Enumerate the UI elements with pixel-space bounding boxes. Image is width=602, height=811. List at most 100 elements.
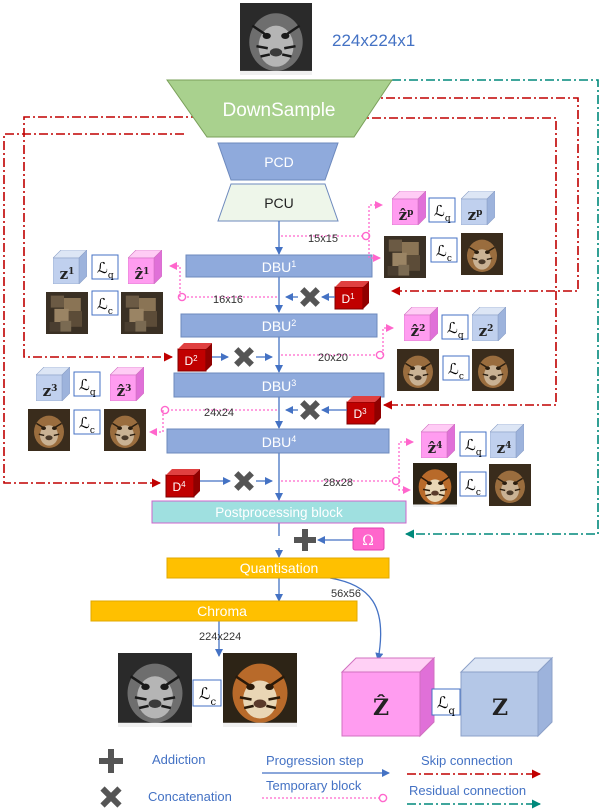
skip-connection-d4 [3,133,184,488]
skip-connection-d2 [23,116,200,362]
main-flow [215,221,384,661]
lq-final-label: ℒq [437,693,456,717]
legend-progression: Progression step [266,753,364,768]
svg-text:ℒc: ℒc [79,414,95,436]
concatenation-icon [234,471,254,491]
dbu2-label: DBU2 [262,318,297,334]
concatenation-legend-icon [100,786,122,808]
svg-text:ℒc: ℒc [436,242,452,264]
svg-text:z1: z1 [60,265,75,283]
chroma-label: Chroma [197,603,247,619]
d3-label: D3 [353,407,367,422]
legend-residual: Residual connection [409,783,526,798]
quantisation-block [166,557,390,579]
input-grayscale-image [240,2,312,76]
svg-text:ℒq: ℒq [447,319,464,341]
svg-text:z4: z4 [497,439,512,457]
skip-connection-d3 [338,117,557,410]
omega-block [352,527,385,551]
tiger-image [28,408,70,452]
svg-text:ẑ2: ẑ2 [411,322,426,340]
size-label-20x20: 20x20 [318,352,348,364]
pcd-label: PCD [264,154,294,170]
tiger-image [489,463,531,507]
input-size-label: 224x224x1 [332,31,415,50]
d4-block: D4 [165,469,200,498]
d1-label: D1 [341,292,355,307]
tiger-blur-image [46,292,88,334]
size-label-28x28: 28x28 [323,477,353,489]
d2-label: D2 [184,354,198,369]
skip-connections [3,97,579,488]
legend-concatenation: Concatenation [148,789,232,804]
group-2: ẑ2 ℒq z2 ℒc [397,307,514,392]
size-label-24x24: 24x24 [204,407,234,419]
svg-text:z3: z3 [43,382,58,400]
dbu3-block [173,372,385,398]
dbu1-label: DBU1 [262,259,297,275]
skip-connection-d1 [335,97,579,296]
dbu4-label: DBU4 [262,434,297,450]
d4-label: D4 [172,480,186,495]
group-pc: ẑp ℒq zp ℒc [384,191,503,278]
size-label-56x56: 56x56 [331,588,361,600]
svg-text:zp: zp [468,206,483,224]
lc-final-label: ℒc [199,684,217,708]
svg-text:ℒq: ℒq [434,202,451,224]
svg-text:ℒc: ℒc [97,295,113,317]
legend-temporary: Temporary block [266,778,362,793]
chroma-block [90,600,358,622]
tiger-image [413,463,457,507]
legend-skip: Skip connection [421,753,513,768]
big-z-cube: Z [459,656,554,738]
group-4: ẑ4 ℒq z4 ℒc [413,424,531,507]
big-zhat-cube: Ẑ [340,656,436,738]
svg-text:z2: z2 [479,322,494,340]
concatenation-icon [234,347,254,367]
tiger-image [397,348,439,392]
pcd-block [217,142,339,181]
group-3: z3 ℒq ẑ3 ℒc [28,367,146,452]
tiger-blur-image [384,236,426,278]
addition-legend-icon [99,749,123,773]
svg-text:Z: Z [492,695,508,721]
tiger-image [461,233,503,275]
output-color-image [222,653,298,727]
svg-text:ẑ3: ẑ3 [117,382,132,400]
d2-block: D2 [177,343,212,372]
omega-label: Ω [362,533,374,549]
addition-icon [294,529,316,551]
concatenation-icon [300,287,320,307]
size-label-16x16: 16x16 [213,294,243,306]
svg-text:ẑ1: ẑ1 [135,265,150,283]
downsample-block [166,79,393,138]
legend-addiction: Addiction [152,752,205,767]
dbu4-block [166,428,390,454]
svg-text:Ẑ: Ẑ [373,694,389,721]
svg-text:ẑp: ẑp [399,206,414,224]
quantisation-label: Quantisation [240,560,319,576]
postprocessing-block [151,500,407,524]
residual-connection [392,79,599,539]
size-label-224x224: 224x224 [199,631,241,643]
size-label-15x15: 15x15 [308,233,338,245]
svg-text:ẑ4: ẑ4 [428,439,443,457]
legend: Addiction Concatenation Progression step… [99,749,541,809]
tiger-image [472,348,514,392]
dbu1-block [185,254,373,278]
downsample-label: DownSample [223,100,336,121]
tiger-image [104,408,146,452]
svg-text:ℒq: ℒq [79,376,96,398]
svg-text:ℒc: ℒc [448,360,464,382]
pcu-block [217,183,339,222]
d3-block: D3 [346,396,381,425]
concatenation-icon [300,400,320,420]
d1-block: D1 [334,281,369,310]
output-gray-image [118,653,192,727]
postprocessing-label: Postprocessing block [215,505,343,520]
svg-text:ℒc: ℒc [465,476,481,498]
dbu2-block [180,313,378,338]
svg-text:ℒq: ℒq [97,259,114,281]
pcu-label: PCU [264,195,294,211]
